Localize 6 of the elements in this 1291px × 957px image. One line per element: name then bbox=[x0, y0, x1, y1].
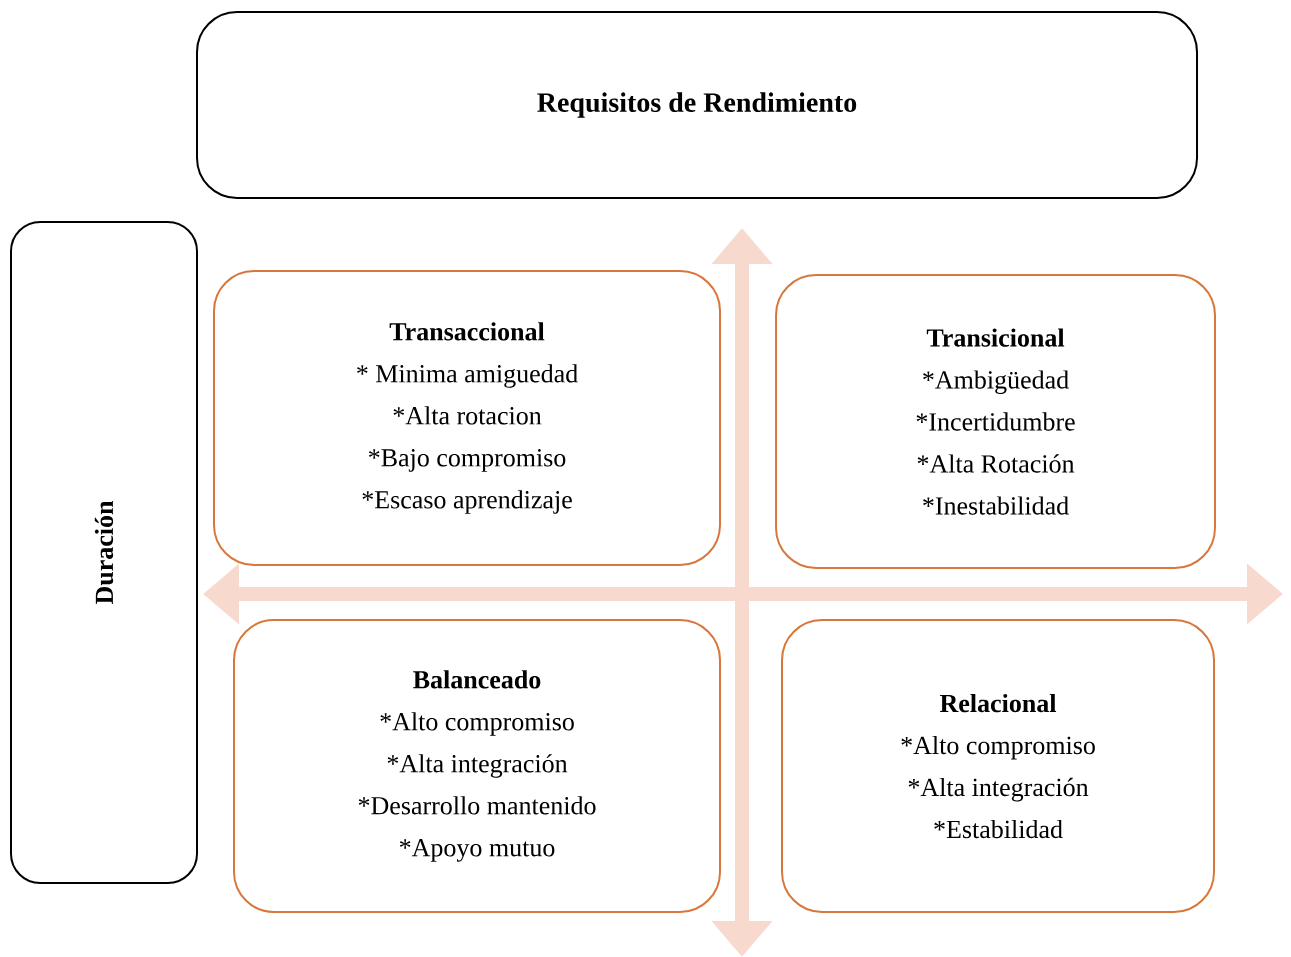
quadrant-box: Relacional *Alto compromiso *Alta integración *Estabilidad bbox=[781, 619, 1215, 913]
quadrant-box: Transicional *Ambigüedad *Incertidumbre *Alta Rotación *Inestabilidad bbox=[775, 273, 1216, 570]
quadrant-box: Balanceado *Alto compromiso *Alta integración *Desarrollo mantenido *Apoyo mutuo bbox=[233, 619, 721, 913]
title-box: Requisitos de Rendimiento bbox=[196, 11, 1198, 199]
quadrant-box: Transaccional * Minima amiguedad *Alta rotacion *Bajo compromiso *Escaso aprendizaje bbox=[213, 270, 721, 566]
side-label-box: Duración bbox=[10, 220, 198, 885]
